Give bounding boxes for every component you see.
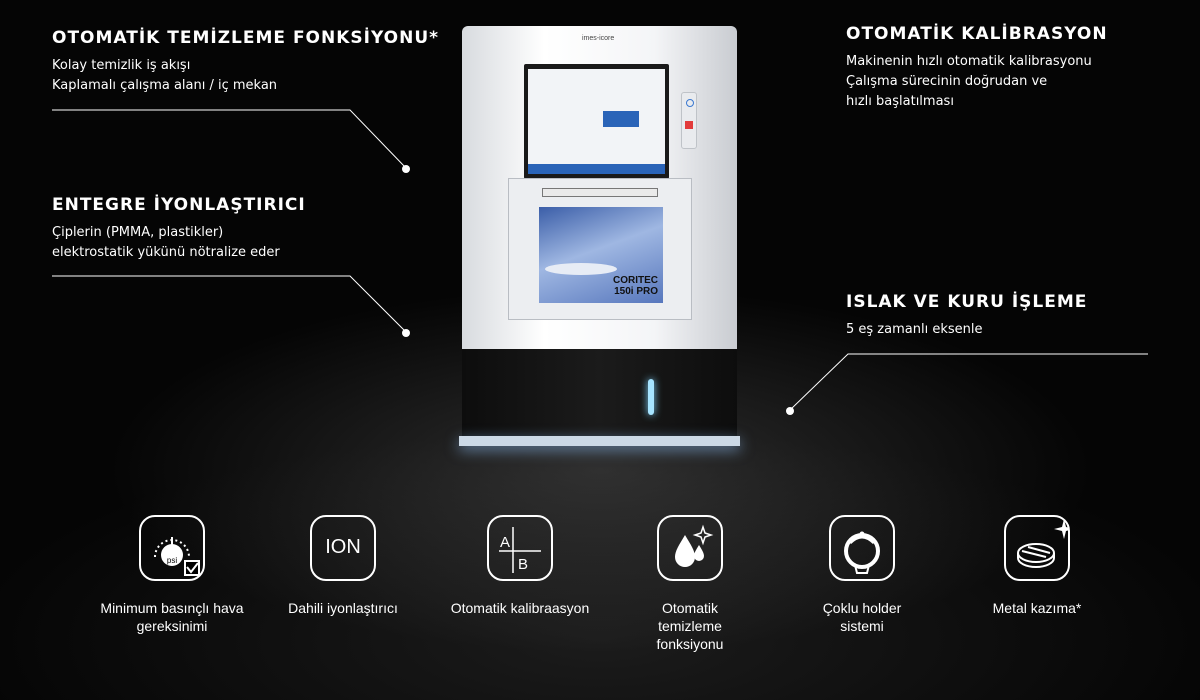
machine-housing: imes-icore CORITEC 150i PRO bbox=[462, 26, 737, 351]
icon-label-pressure-line2: gereksinimi bbox=[136, 618, 208, 634]
callout-line-wetdry bbox=[789, 353, 1148, 411]
feature-ionizer: ENTEGRE İYONLAŞTIRICI Çiplerin (PMMA, pl… bbox=[52, 195, 306, 263]
cleaning-drops-icon bbox=[657, 515, 723, 581]
power-icon bbox=[686, 99, 694, 107]
metal-milling-icon bbox=[1004, 515, 1070, 581]
machine-base-section bbox=[462, 349, 737, 437]
model-line2: 150i PRO bbox=[614, 286, 658, 297]
machine-power-panel bbox=[681, 92, 697, 149]
feature-calibration: OTOMATİK KALİBRASYON Makinenin hızlı oto… bbox=[846, 24, 1108, 112]
feature-icon-holder: Çoklu holder sistemi bbox=[782, 515, 942, 635]
machine-touchscreen bbox=[524, 64, 669, 179]
icon-label-ion-line1: Dahili iyonlaştırıcı bbox=[288, 600, 398, 616]
machine-door: CORITEC 150i PRO bbox=[508, 178, 692, 320]
icon-label-holder: Çoklu holder sistemi bbox=[782, 599, 942, 635]
milling-machine: imes-icore CORITEC 150i PRO bbox=[459, 26, 740, 446]
machine-brand: imes-icore bbox=[582, 35, 615, 42]
icon-label-holder-line2: sistemi bbox=[840, 618, 884, 634]
icon-label-cleaning-line2: temizleme bbox=[658, 618, 722, 634]
calibration-ab-icon: A B bbox=[487, 515, 553, 581]
feature-calibration-line2: Çalışma sürecinin doğrudan ve bbox=[846, 74, 1048, 89]
feature-icon-cleaning: Otomatik temizleme fonksiyonu bbox=[610, 515, 770, 653]
feature-wetdry-line1: 5 eş zamanlı eksenle bbox=[846, 322, 983, 337]
feature-ionizer-line2: elektrostatik yükünü nötralize eder bbox=[52, 245, 280, 260]
feature-cleaning-line2: Kaplamalı çalışma alanı / iç mekan bbox=[52, 78, 278, 93]
callout-dot-ionizer bbox=[402, 329, 410, 337]
machine-glow-base bbox=[459, 436, 740, 446]
icon-label-ion: Dahili iyonlaştırıcı bbox=[263, 599, 423, 617]
feature-ionizer-title: ENTEGRE İYONLAŞTIRICI bbox=[52, 195, 306, 215]
calibration-letter-b: B bbox=[518, 556, 528, 573]
icon-label-calibration: Otomatik kalibraasyon bbox=[440, 599, 600, 617]
feature-calibration-line1: Makinenin hızlı otomatik kalibrasyonu bbox=[846, 54, 1092, 69]
feature-cleaning-title: OTOMATİK TEMİZLEME FONKSİYONU* bbox=[52, 28, 440, 48]
icon-label-holder-line1: Çoklu holder bbox=[822, 600, 902, 616]
feature-ionizer-line1: Çiplerin (PMMA, plastikler) bbox=[52, 225, 224, 240]
touchscreen-display bbox=[528, 69, 665, 174]
touchscreen-toolbar bbox=[528, 164, 665, 174]
door-handle-slot bbox=[542, 188, 658, 197]
machine-window: CORITEC 150i PRO bbox=[539, 207, 663, 303]
icon-label-pressure: Minimum basınçlı hava gereksinimi bbox=[92, 599, 252, 635]
feature-icon-metal: Metal kazıma* bbox=[957, 515, 1117, 617]
callout-dot-cleaning bbox=[402, 165, 410, 173]
icon-label-pressure-line1: Minimum basınçlı hava bbox=[100, 600, 244, 616]
model-line1: CORITEC bbox=[613, 275, 658, 286]
icon-label-calibration-line1: Otomatik kalibraasyon bbox=[450, 600, 590, 616]
icon-label-metal-line1: Metal kazıma* bbox=[992, 600, 1082, 616]
ion-icon: ION bbox=[310, 515, 376, 581]
feature-wetdry: ISLAK VE KURU İŞLEME 5 eş zamanlı eksenl… bbox=[846, 292, 1087, 340]
callout-line-cleaning bbox=[52, 109, 407, 169]
icon-label-cleaning: Otomatik temizleme fonksiyonu bbox=[610, 599, 770, 653]
callout-dot-wetdry bbox=[786, 407, 794, 415]
gauge-psi-text: psi bbox=[167, 556, 177, 565]
icon-label-metal: Metal kazıma* bbox=[957, 599, 1117, 617]
calibration-letter-a: A bbox=[500, 534, 510, 551]
multi-holder-icon bbox=[829, 515, 895, 581]
feature-wetdry-title: ISLAK VE KURU İŞLEME bbox=[846, 292, 1088, 312]
feature-cleaning-line1: Kolay temizlik iş akışı bbox=[52, 58, 191, 73]
milling-disk bbox=[545, 263, 617, 275]
status-led bbox=[648, 379, 654, 415]
machine-model-label: CORITEC 150i PRO bbox=[613, 275, 658, 297]
feature-icon-calibration: A B Otomatik kalibraasyon bbox=[440, 515, 600, 617]
icon-label-cleaning-line3: fonksiyonu bbox=[656, 636, 724, 652]
pressure-gauge-icon: psi bbox=[139, 515, 205, 581]
touchscreen-start-button bbox=[603, 111, 639, 127]
callout-line-ionizer bbox=[52, 275, 407, 333]
feature-icon-ion: ION Dahili iyonlaştırıcı bbox=[263, 515, 423, 617]
feature-icon-pressure: psi Minimum basınçlı hava gereksinimi bbox=[92, 515, 252, 635]
feature-calibration-title: OTOMATİK KALİBRASYON bbox=[846, 24, 1108, 44]
ion-icon-text: ION bbox=[325, 536, 361, 558]
feature-cleaning: OTOMATİK TEMİZLEME FONKSİYONU* Kolay tem… bbox=[52, 28, 439, 96]
feature-calibration-line3: hızlı başlatılması bbox=[846, 94, 954, 109]
icon-label-cleaning-line1: Otomatik bbox=[661, 600, 718, 616]
stop-indicator-icon bbox=[685, 121, 693, 129]
